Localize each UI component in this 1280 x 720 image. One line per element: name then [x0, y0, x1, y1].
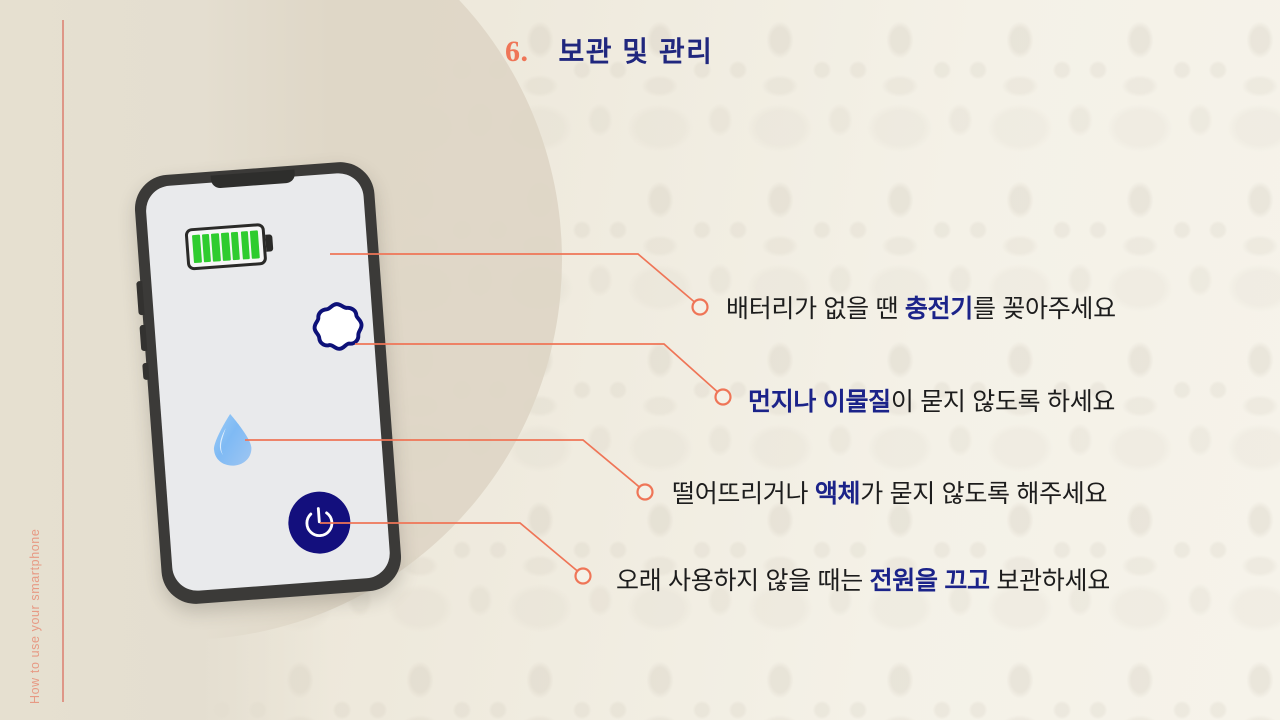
connector-dot-dust — [714, 388, 732, 406]
bullet-item-dust: 먼지나 이물질이 묻지 않도록 하세요 — [748, 382, 1115, 418]
connector-dot-liquid — [636, 483, 654, 501]
bullet-text-post: 를 꽂아주세요 — [972, 295, 1116, 323]
connector-line-power-off — [320, 522, 582, 575]
bullet-text-highlight: 전원을 끄고 — [869, 567, 990, 595]
bullet-text-pre: 배터리가 없을 땐 — [726, 295, 905, 323]
bullet-item-charger: 배터리가 없을 땐 충전기를 꽂아주세요 — [726, 289, 1116, 325]
power-button-icon — [286, 489, 353, 556]
smartphone-illustration — [132, 159, 404, 607]
connector-line-dust — [355, 343, 722, 396]
bullet-text-highlight: 액체 — [814, 480, 861, 508]
connector-line-liquid — [245, 439, 644, 491]
bullet-text-post: 가 묻지 않도록 해주세요 — [860, 480, 1108, 508]
bullet-text-pre: 떨어뜨리거나 — [672, 480, 815, 508]
page-title: 6. 보관 및 관리 — [505, 30, 713, 70]
water-droplet-icon — [208, 410, 256, 469]
dust-blob-icon — [308, 299, 368, 359]
dust-blob-svg — [312, 302, 364, 351]
bullet-text-highlight: 충전기 — [904, 295, 973, 323]
water-droplet-svg — [214, 414, 252, 466]
connector-dot-charger — [691, 298, 709, 316]
connector-line-charger — [330, 253, 699, 306]
bullet-text-highlight: 먼지나 이물질 — [748, 388, 891, 416]
side-vertical-rule — [62, 20, 64, 702]
bullet-item-power-off: 오래 사용하지 않을 때는 전원을 끄고 보관하세요 — [616, 561, 1110, 597]
bullet-item-liquid: 떨어뜨리거나 액체가 묻지 않도록 해주세요 — [672, 474, 1108, 510]
connector-dot-power-off — [574, 567, 592, 585]
bullet-text-pre: 오래 사용하지 않을 때는 — [616, 567, 870, 595]
bullet-text-post: 보관하세요 — [989, 567, 1110, 595]
title-number: 6. — [505, 35, 529, 68]
bullet-text-post: 이 묻지 않도록 하세요 — [890, 388, 1116, 416]
title-label: 보관 및 관리 — [558, 36, 714, 67]
power-symbol-svg — [305, 507, 334, 538]
